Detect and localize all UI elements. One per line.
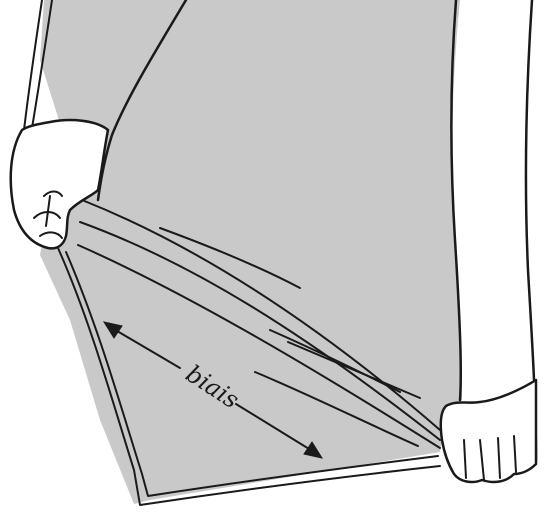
fabric-sheet: [40, 0, 462, 504]
left-selvage-outer: [24, 0, 42, 130]
